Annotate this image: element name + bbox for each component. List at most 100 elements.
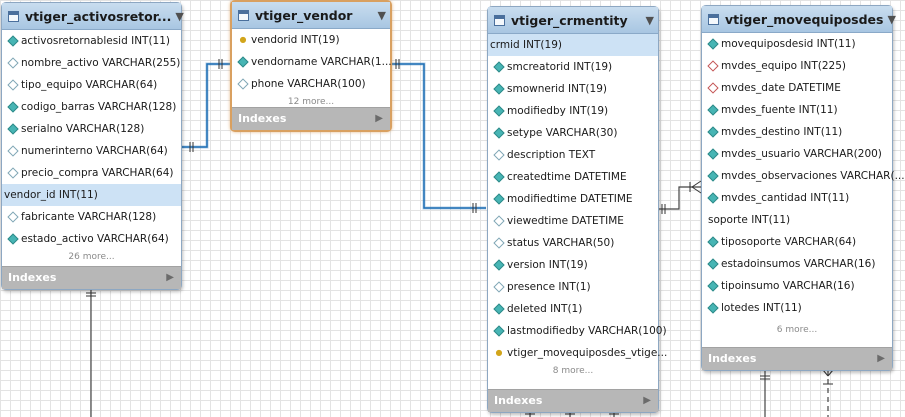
column-diamond-icon — [493, 171, 505, 183]
column-label: smownerid INT(19) — [507, 83, 607, 95]
column-row[interactable]: vendorname VARCHAR(1... — [232, 51, 392, 73]
table-header[interactable]: vtiger_activosretor... ▼ — [2, 3, 184, 30]
indexes-section[interactable]: Indexes ▶ — [488, 389, 658, 412]
column-row[interactable]: tipo_equipo VARCHAR(64) — [2, 74, 181, 96]
column-row[interactable]: ●vtiger_movequiposdes_vtige... — [488, 342, 668, 364]
column-label: codigo_barras VARCHAR(128) — [21, 101, 177, 113]
column-row[interactable]: deleted INT(1) — [488, 298, 658, 320]
chevron-down-icon[interactable]: ▼ — [175, 9, 184, 23]
link-vendor-crmentity[interactable] — [391, 59, 486, 213]
column-label: movequiposdesid INT(11) — [721, 38, 856, 50]
expand-arrow-icon[interactable]: ▶ — [877, 353, 885, 364]
column-label: tipo_equipo VARCHAR(64) — [21, 79, 158, 91]
expand-arrow-icon[interactable]: ▶ — [166, 272, 174, 283]
more-columns-label[interactable]: 6 more... — [776, 325, 818, 335]
column-row[interactable]: modifiedby INT(19) — [488, 100, 658, 122]
column-row[interactable]: estadoinsumos VARCHAR(16) — [702, 253, 892, 275]
column-row[interactable]: fabricante VARCHAR(128) — [2, 206, 181, 228]
column-label: version INT(19) — [507, 259, 588, 271]
column-row[interactable]: mvdes_fuente INT(11) — [702, 99, 892, 121]
column-row[interactable]: vendor_id INT(11) — [2, 184, 181, 206]
table-header[interactable]: vtiger_crmentity ▼ — [488, 7, 658, 34]
column-label: vtiger_movequiposdes_vtige... — [507, 347, 668, 359]
column-row[interactable]: codigo_barras VARCHAR(128) — [2, 96, 181, 118]
more-columns-label[interactable]: 8 more... — [552, 366, 594, 376]
column-row[interactable]: mvdes_observaciones VARCHAR(... — [702, 165, 905, 187]
column-label: deleted INT(1) — [507, 303, 583, 315]
column-row[interactable]: precio_compra VARCHAR(64) — [2, 162, 181, 184]
column-row[interactable]: setype VARCHAR(30) — [488, 122, 658, 144]
column-row[interactable]: smcreatorid INT(19) — [488, 56, 658, 78]
column-diamond-icon — [493, 105, 505, 117]
column-diamond-icon — [707, 236, 719, 248]
column-label: estadoinsumos VARCHAR(16) — [721, 258, 876, 270]
column-row[interactable]: tiposoporte VARCHAR(64) — [702, 231, 892, 253]
table-activosretornables[interactable]: vtiger_activosretor... ▼ activosretornab… — [1, 2, 184, 290]
column-row[interactable]: crmid INT(19) — [488, 34, 658, 56]
table-title: vtiger_crmentity — [511, 12, 628, 28]
column-row[interactable]: nombre_activo VARCHAR(255) — [2, 52, 181, 74]
link-activos-bottom[interactable] — [86, 289, 96, 417]
column-label: mvdes_fuente INT(11) — [721, 104, 838, 116]
column-diamond-icon — [7, 101, 19, 113]
column-row[interactable]: serialno VARCHAR(128) — [2, 118, 181, 140]
column-diamond-icon — [493, 61, 505, 73]
column-row[interactable]: modifiedtime DATETIME — [488, 188, 658, 210]
nullable-column-icon — [237, 78, 249, 90]
primary-key-icon: ● — [239, 35, 247, 44]
chevron-down-icon[interactable]: ▼ — [645, 13, 654, 27]
column-label: lotedes INT(11) — [721, 302, 802, 314]
table-vendor[interactable]: vtiger_vendor ▼ ●vendorid INT(19) vendorn… — [230, 0, 392, 132]
column-row[interactable]: lastmodifiedby VARCHAR(100) — [488, 320, 667, 342]
chevron-down-icon[interactable]: ▼ — [887, 12, 896, 26]
column-row[interactable]: mvdes_usuario VARCHAR(200) — [702, 143, 892, 165]
indexes-section[interactable]: Indexes ▶ — [232, 107, 390, 130]
column-label: activosretornablesid INT(11) — [21, 35, 171, 47]
table-movequiposdes[interactable]: vtiger_movequiposdes ▼ movequiposdesid I… — [701, 5, 905, 371]
column-row[interactable]: status VARCHAR(50) — [488, 232, 658, 254]
column-row[interactable]: lotedes INT(11) — [702, 297, 892, 319]
column-row[interactable]: createdtime DATETIME — [488, 166, 658, 188]
column-label: phone VARCHAR(100) — [251, 78, 366, 90]
link-movequipos-bottom[interactable] — [760, 369, 834, 417]
column-row[interactable]: mvdes_cantidad INT(11) — [702, 187, 892, 209]
table-header[interactable]: vtiger_vendor ▼ — [232, 2, 390, 29]
indexes-section[interactable]: Indexes ▶ — [702, 347, 892, 370]
column-row[interactable]: movequiposdesid INT(11) — [702, 33, 892, 55]
link-activos-vendor[interactable] — [181, 59, 231, 152]
column-row[interactable]: activosretornablesid INT(11) — [2, 30, 181, 52]
column-label: fabricante VARCHAR(128) — [21, 211, 157, 223]
column-row[interactable]: tipoinsumo VARCHAR(16) — [702, 275, 892, 297]
indexes-section[interactable]: Indexes ▶ — [2, 266, 181, 289]
column-row[interactable]: phone VARCHAR(100) — [232, 73, 390, 95]
column-row[interactable]: ●vendorid INT(19) — [232, 29, 390, 51]
column-diamond-icon — [493, 303, 505, 315]
chevron-down-icon[interactable]: ▼ — [377, 8, 386, 22]
column-row[interactable]: numerinterno VARCHAR(64) — [2, 140, 181, 162]
column-row[interactable]: presence INT(1) — [488, 276, 658, 298]
column-row[interactable]: estado_activo VARCHAR(64) — [2, 228, 181, 250]
column-row[interactable]: mvdes_equipo INT(225) — [702, 55, 892, 77]
column-label: setype VARCHAR(30) — [507, 127, 618, 139]
expand-arrow-icon[interactable]: ▶ — [643, 395, 651, 406]
column-row[interactable]: version INT(19) — [488, 254, 658, 276]
table-crmentity[interactable]: vtiger_crmentity ▼ crmid INT(19)smcreato… — [487, 6, 668, 413]
column-label: vendorname VARCHAR(1... — [251, 56, 392, 68]
link-crmentity-movequipos[interactable] — [658, 180, 702, 214]
table-header[interactable]: vtiger_movequiposdes ▼ — [702, 6, 896, 33]
column-label: status VARCHAR(50) — [507, 237, 615, 249]
more-columns-label[interactable]: 26 more... — [68, 252, 115, 262]
column-row[interactable]: description TEXT — [488, 144, 658, 166]
column-row[interactable]: mvdes_destino INT(11) — [702, 121, 892, 143]
nullable-column-icon — [493, 215, 505, 227]
column-row[interactable]: viewedtime DATETIME — [488, 210, 658, 232]
column-row[interactable]: soporte INT(11) — [702, 209, 892, 231]
column-diamond-icon — [707, 258, 719, 270]
column-row[interactable]: mvdes_date DATETIME — [702, 77, 892, 99]
expand-arrow-icon[interactable]: ▶ — [375, 113, 383, 124]
column-diamond-icon — [707, 38, 719, 50]
column-row[interactable]: smownerid INT(19) — [488, 78, 658, 100]
column-diamond-icon — [493, 83, 505, 95]
more-columns-label[interactable]: 12 more... — [287, 97, 335, 107]
column-label: mvdes_cantidad INT(11) — [721, 192, 850, 204]
